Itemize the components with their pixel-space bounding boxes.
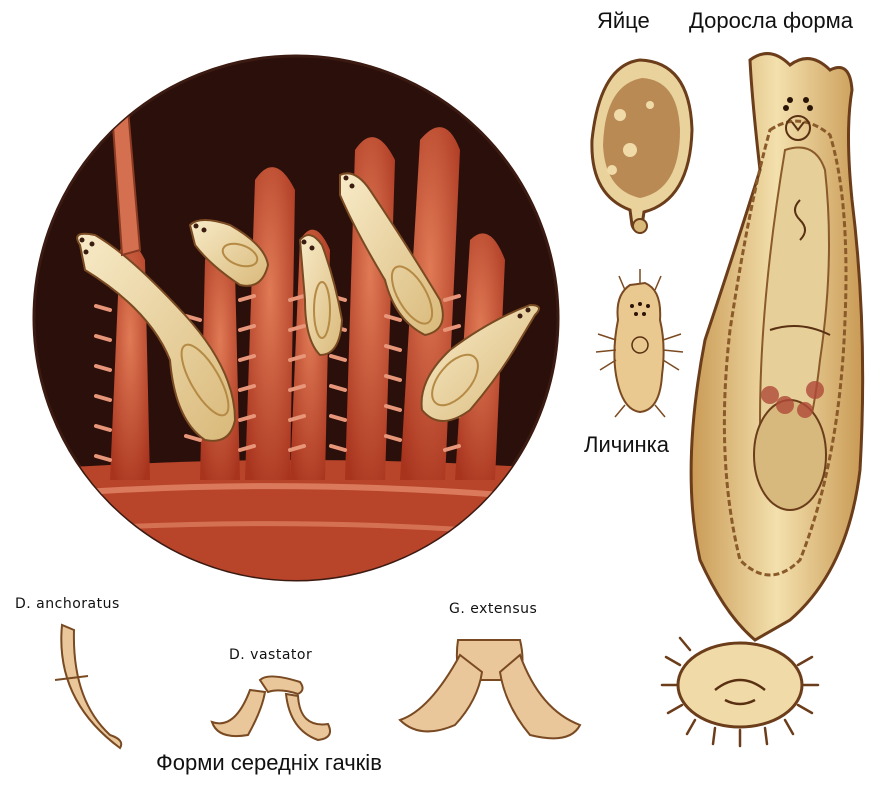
gill-scene [30,6,570,600]
hook-extensus-label: G. extensus [449,601,537,617]
hook-vastator-drawing [212,676,330,740]
adult-form-drawing [662,54,863,746]
larva-label: Личинка [584,432,669,458]
hook-extensus-drawing [400,640,580,738]
larva-drawing [596,269,683,417]
hook-anchoratus-drawing [55,625,121,748]
adult-form-label: Доросла форма [689,8,853,34]
hooks-caption: Форми середніх гачків [156,750,382,776]
hook-anchoratus-label: D. anchoratus [15,596,120,612]
egg-label: Яйце [597,8,650,34]
egg-drawing [592,60,692,233]
gill-base [30,460,570,600]
opisthaptor [662,638,818,746]
hook-vastator-label: D. vastator [229,647,312,663]
